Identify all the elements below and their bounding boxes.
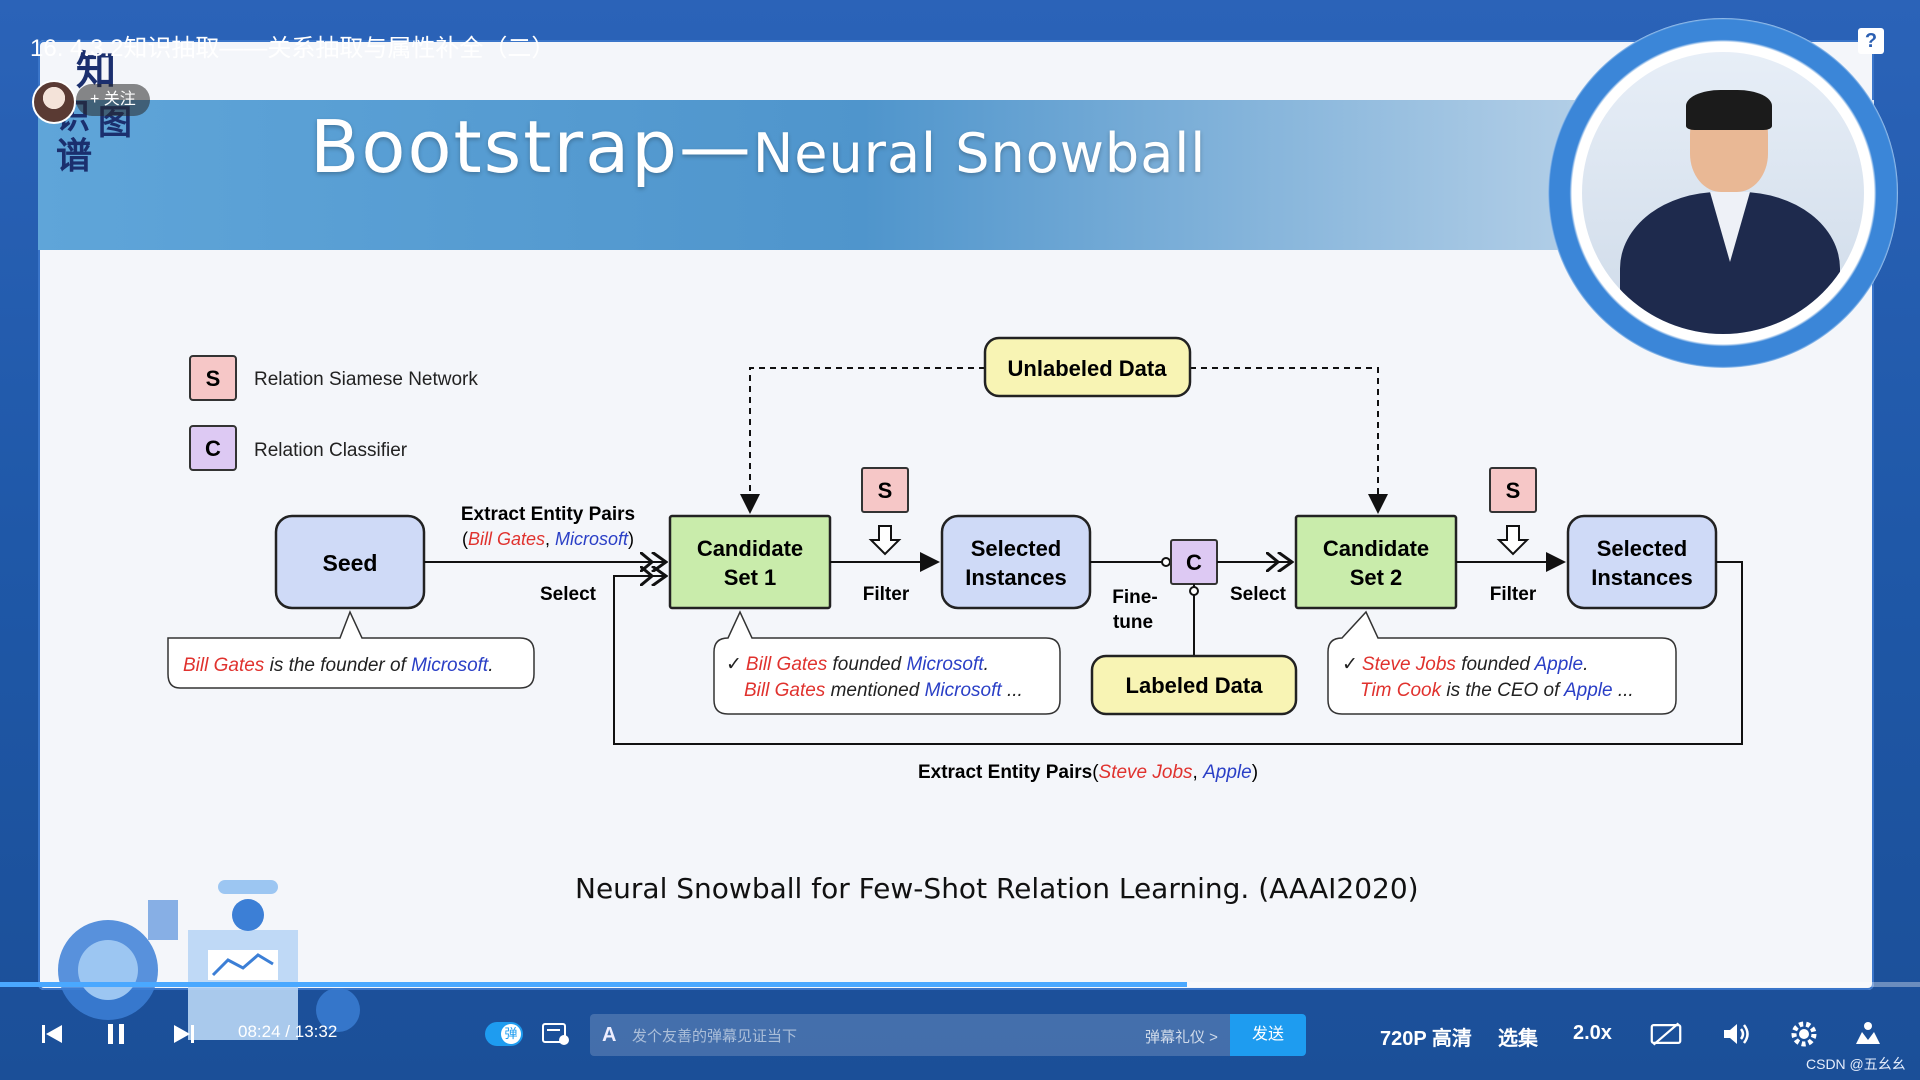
speed-selector[interactable]: 2.0x	[1573, 1022, 1612, 1044]
follow-button[interactable]: + 关注	[76, 84, 150, 116]
seed-callout-text: Bill Gates is the founder of Microsoft.	[183, 655, 494, 676]
unlabeled-data-node	[983, 336, 1192, 398]
volume-icon[interactable]	[1720, 1018, 1752, 1050]
fullscreen-icon[interactable]	[1852, 1018, 1884, 1050]
callout-1-line2: Bill Gates mentioned Microsoft ...	[744, 680, 1023, 701]
danmu-input-box[interactable]: A 弹幕礼仪 >	[590, 1014, 1230, 1056]
down-arrow-icon	[868, 525, 902, 556]
dashed-edge-left	[740, 367, 985, 514]
select-label-1: Select	[540, 584, 597, 605]
slide-title-main: Bootstrap	[310, 105, 679, 189]
unlabeled-data-label: Unlabeled Data	[1008, 356, 1168, 381]
legend-s-label: Relation Siamese Network	[254, 369, 478, 390]
callout-2-line1: ✓Steve Jobs founded Apple.	[1342, 654, 1588, 675]
classifier-glyph: C	[1186, 550, 1202, 575]
time-current: 08:24	[238, 1022, 281, 1041]
finetune-label-line1: Fine-	[1112, 587, 1157, 608]
danmu-toggle-label: 弹	[501, 1024, 521, 1044]
siamese-glyph: S	[878, 478, 893, 503]
filter-label-1: Filter	[863, 584, 910, 605]
episodes-button[interactable]: 选集	[1498, 1028, 1538, 1050]
bottom-extract-pairs: Extract Entity Pairs(Steve Jobs, Apple)	[918, 762, 1258, 783]
legend-s-glyph: S	[206, 366, 221, 391]
edge-dot	[1189, 586, 1199, 596]
robot-illustration	[58, 880, 360, 1040]
send-button[interactable]: 发送	[1230, 1014, 1306, 1056]
finetune-label-line2: tune	[1113, 612, 1153, 633]
callout-1-line1: ✓Bill Gates founded Microsoft.	[726, 654, 989, 675]
siamese-glyph: S	[1506, 478, 1521, 503]
legend-c-icon	[189, 425, 237, 471]
candidate-set-1-line2: Set 1	[724, 565, 777, 590]
slide-title-sub: Neural Snowball	[752, 122, 1207, 185]
settings-gear-icon[interactable]	[1788, 1018, 1820, 1050]
slide-title-dash: —	[678, 105, 753, 189]
candidate-set-1-callout	[713, 610, 1061, 715]
seed-label: Seed	[323, 550, 378, 576]
time-total: 13:32	[294, 1022, 338, 1041]
quality-selector[interactable]: 720P 高清	[1380, 1028, 1472, 1050]
legend-c-glyph: C	[205, 436, 221, 461]
time-separator: /	[285, 1022, 291, 1041]
danmu-settings-icon[interactable]	[540, 1018, 572, 1050]
extract-pairs-label: Extract Entity Pairs	[461, 504, 635, 525]
candidate-set-2-line2: Set 2	[1350, 565, 1403, 590]
video-title: 16. 4.3.2知识抽取——关系抽取与属性补全（二）	[30, 35, 556, 62]
callout-2-line2: Tim Cook is the CEO of Apple ...	[1360, 680, 1634, 701]
labeled-data-label: Labeled Data	[1126, 673, 1264, 698]
selected-instances-1-line2: Instances	[965, 565, 1067, 590]
filter-label-2: Filter	[1490, 584, 1537, 605]
selected-instances-2-line2: Instances	[1591, 565, 1693, 590]
edge-dot	[1161, 557, 1171, 567]
candidate-set-1-node	[668, 514, 832, 610]
speaker-video	[1582, 52, 1864, 334]
selected-instances-1-node	[940, 514, 1092, 610]
pause-icon[interactable]	[100, 1018, 132, 1050]
danmu-toggle[interactable]: 弹	[485, 1022, 523, 1046]
candidate-set-2-callout	[1327, 610, 1677, 715]
down-arrow-icon	[1496, 525, 1530, 556]
previous-icon[interactable]	[36, 1018, 68, 1050]
progress-fill[interactable]	[0, 982, 1187, 987]
extract-pairs-entities: (Bill Gates, Microsoft)	[462, 529, 634, 549]
danmu-input[interactable]	[630, 1022, 1054, 1050]
speaker-hair	[1686, 90, 1772, 130]
siamese-network-icon	[861, 467, 909, 513]
labeled-data-node	[1090, 654, 1298, 716]
selected-instances-2-line1: Selected	[1597, 536, 1688, 561]
paper-citation: Neural Snowball for Few-Shot Relation Le…	[575, 872, 1419, 905]
feedback-loop-edge	[613, 561, 1743, 745]
logo-char: 谱	[56, 136, 93, 177]
dashed-edge-right	[1190, 367, 1388, 514]
help-icon[interactable]: ?	[1858, 28, 1884, 54]
siamese-network-icon	[1489, 467, 1537, 513]
legend-c-label: Relation Classifier	[254, 440, 408, 461]
next-icon[interactable]	[168, 1018, 200, 1050]
candidate-set-2-line1: Candidate	[1323, 536, 1429, 561]
slide-title: Bootstrap—Neural Snowball	[310, 105, 1206, 189]
select-label-2: Select	[1230, 584, 1287, 605]
seed-callout	[167, 610, 535, 689]
danmu-etiquette-link[interactable]: 弹幕礼仪 >	[1145, 1029, 1218, 1046]
watermark: CSDN @五幺幺	[1806, 1056, 1906, 1072]
candidate-set-2-node	[1294, 514, 1458, 610]
uploader-avatar[interactable]	[32, 80, 76, 124]
danmu-style-icon[interactable]: A	[602, 1024, 617, 1046]
candidate-set-1-line1: Candidate	[697, 536, 803, 561]
selected-instances-1-line1: Selected	[971, 536, 1062, 561]
selected-instances-2-node	[1566, 514, 1718, 610]
subtitle-off-icon[interactable]	[1650, 1018, 1682, 1050]
legend-s-icon	[189, 355, 237, 401]
time-display: 08:24 / 13:32	[238, 1022, 337, 1042]
